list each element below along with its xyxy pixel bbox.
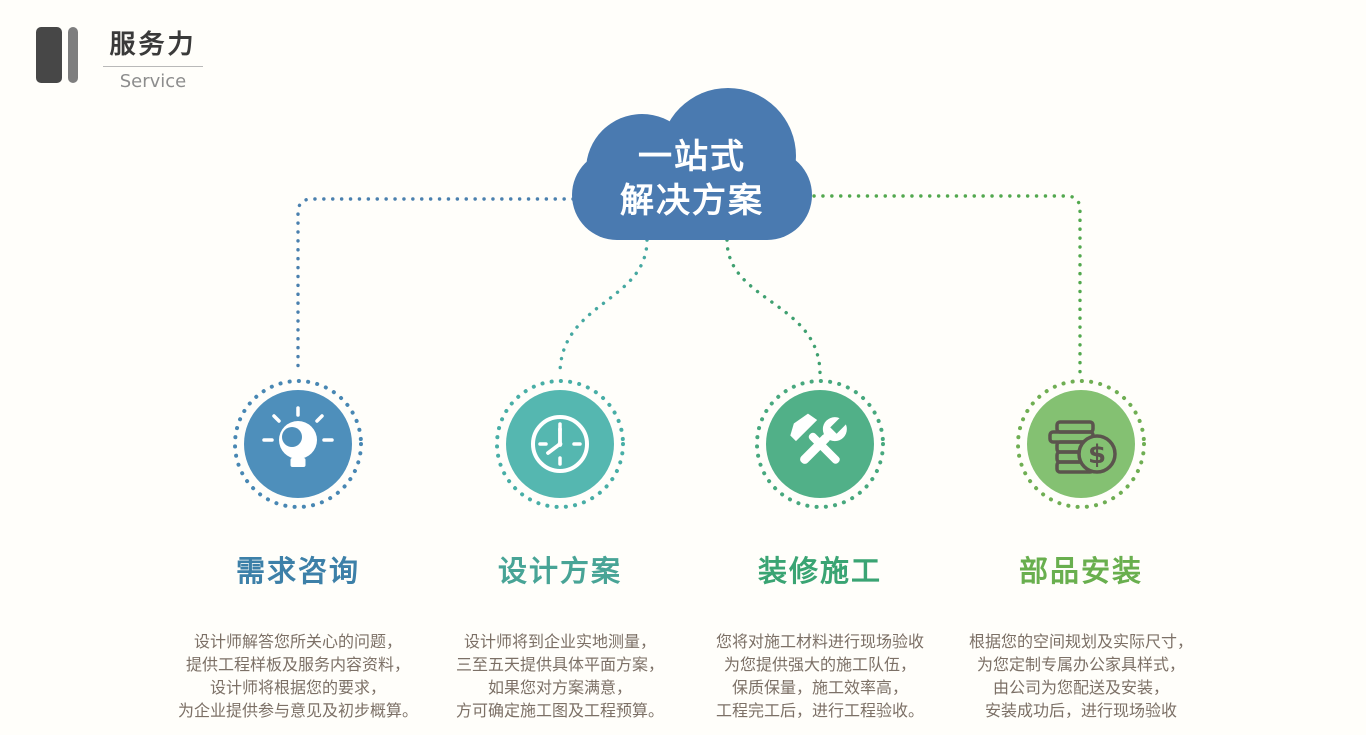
connector-consult — [296, 197, 584, 376]
desc-line: 为您定制专属办公家具样式， — [976, 655, 1185, 674]
item-design: 设计方案 设计师将到企业实地测量， 三至五天提供具体平面方案， 如果您对方案满意… — [420, 374, 700, 722]
construction-badge — [755, 379, 885, 509]
dollar-glyph: $ — [1088, 440, 1106, 470]
item-heading: 装修施工 — [757, 554, 882, 588]
installation-badge: $ — [1016, 379, 1146, 509]
lightbulb-icon — [262, 406, 334, 467]
logo-bar-light — [68, 27, 78, 83]
connector-installation — [812, 194, 1082, 376]
logo-bars — [36, 27, 78, 83]
clock-icon — [531, 415, 589, 473]
page-title: 服务力 — [109, 30, 197, 60]
desc-line: 提供工程样板及服务内容资料， — [185, 655, 410, 674]
design-badge — [495, 379, 625, 509]
item-heading: 需求咨询 — [235, 554, 360, 588]
item-heading: 设计方案 — [497, 554, 622, 588]
dotted-ring — [1016, 379, 1146, 509]
desc-line: 为企业提供参与意见及初步概算。 — [177, 701, 418, 720]
title-divider — [103, 66, 203, 67]
desc-line: 为您提供强大的施工队伍， — [723, 655, 916, 674]
item-description: 设计师将到企业实地测量， 三至五天提供具体平面方案， 如果您对方案满意， 方可确… — [420, 630, 700, 722]
desc-line: 设计师将到企业实地测量， — [463, 632, 656, 651]
item-heading: 部品安装 — [1018, 554, 1143, 588]
connector-design — [558, 238, 649, 376]
desc-line: 由公司为您配送及安装， — [992, 678, 1169, 697]
desc-line: 根据您的空间规划及实际尺寸， — [968, 632, 1193, 651]
cloud-title-line2: 解决方案 — [620, 181, 764, 221]
item-installation: $ 部品安装 根据您的空间规划及实际尺寸， 为您定制专属办公家具样式， 由公司为… — [941, 374, 1221, 722]
cloud-shape — [572, 88, 812, 240]
desc-line: 方可确定施工图及工程预算。 — [455, 701, 664, 720]
desc-line: 设计师解答您所关心的问题， — [193, 632, 402, 651]
item-description: 您将对施工材料进行现场验收 为您提供强大的施工队伍， 保质保量，施工效率高， 工… — [680, 630, 960, 722]
title-group: 服务力 Service — [103, 24, 203, 92]
hammer-wrench-icon — [790, 413, 851, 464]
logo-bar-dark — [36, 27, 62, 83]
cloud-title-line1: 一站式 — [638, 137, 746, 177]
item-construction: 装修施工 您将对施工材料进行现场验收 为您提供强大的施工队伍， 保质保量，施工效… — [680, 374, 960, 722]
page-subtitle: Service — [119, 71, 187, 92]
consult-badge — [233, 379, 363, 509]
item-description: 根据您的空间规划及实际尺寸， 为您定制专属办公家具样式， 由公司为您配送及安装，… — [941, 630, 1221, 722]
desc-line: 工程完工后，进行工程验收。 — [715, 701, 924, 720]
desc-line: 如果您对方案满意， — [487, 678, 632, 697]
cloud-title: 一站式 解决方案 — [620, 137, 764, 221]
dotted-ring — [755, 379, 885, 509]
item-description: 设计师解答您所关心的问题， 提供工程样板及服务内容资料， 设计师将根据您的要求，… — [158, 630, 438, 722]
coins-icon: $ — [1048, 420, 1117, 474]
dotted-ring — [495, 379, 625, 509]
desc-line: 三至五天提供具体平面方案， — [455, 655, 664, 674]
desc-line: 您将对施工材料进行现场验收 — [715, 632, 924, 651]
desc-line: 保质保量，施工效率高， — [731, 678, 908, 697]
desc-line: 设计师将根据您的要求， — [209, 678, 386, 697]
desc-line: 安装成功后，进行现场验收 — [984, 701, 1177, 720]
item-consult: 需求咨询 设计师解答您所关心的问题， 提供工程样板及服务内容资料， 设计师将根据… — [158, 374, 438, 722]
connector-construction — [725, 238, 822, 376]
dotted-ring — [233, 379, 363, 509]
